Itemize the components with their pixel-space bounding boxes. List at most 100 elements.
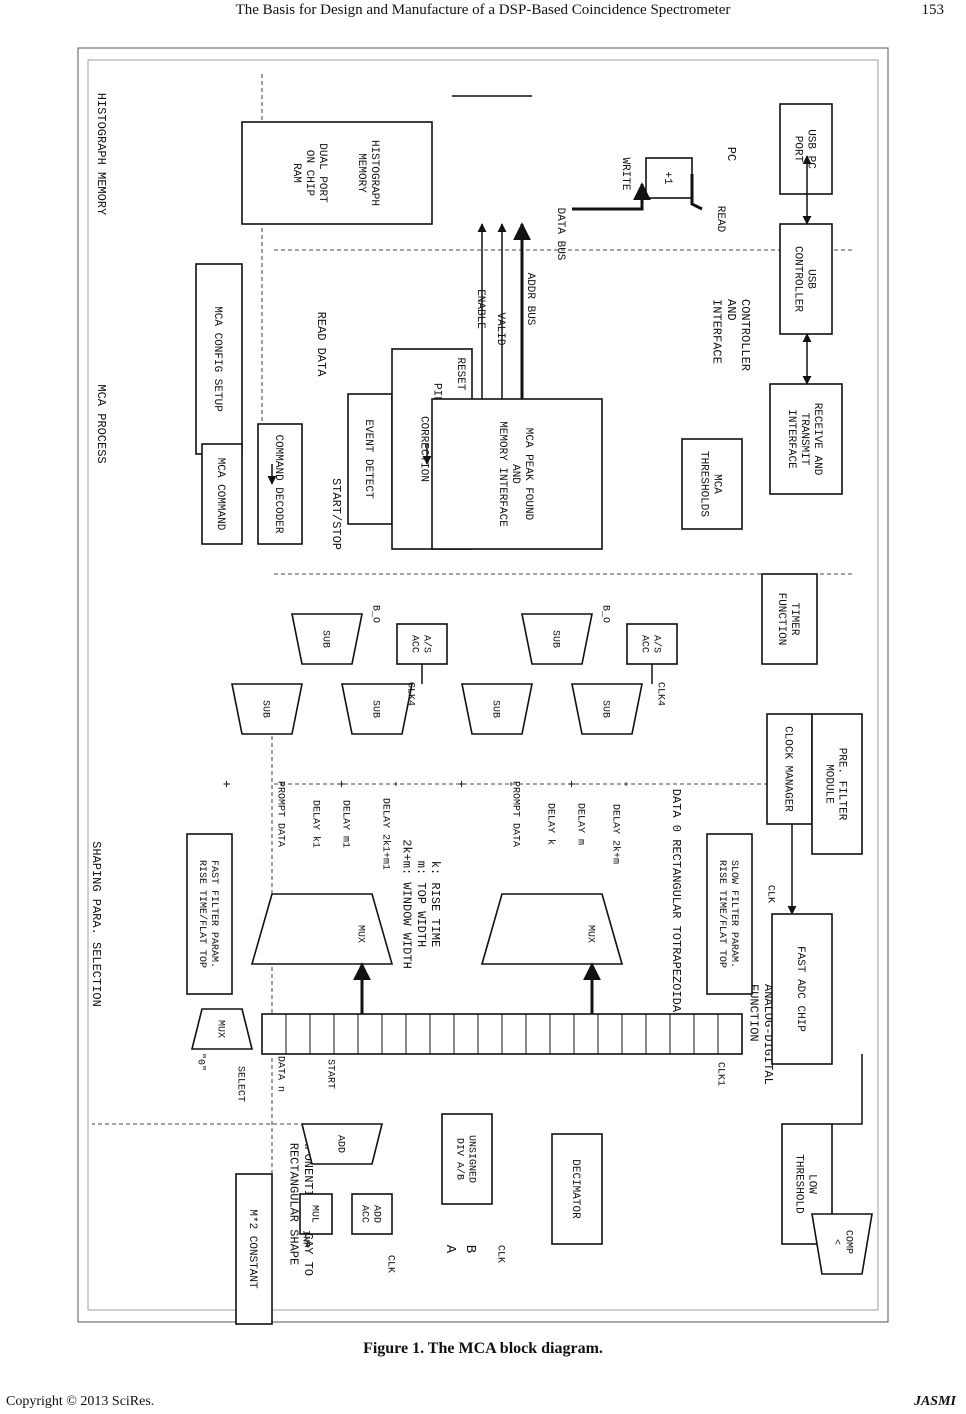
usb-pc-port-block-label: USB PCPORT xyxy=(792,129,817,169)
fast-sub1-minus: - xyxy=(273,780,288,788)
comparator-shape xyxy=(811,1213,873,1275)
section-mca-process: MCA PROCESS xyxy=(94,384,108,463)
fast-as-acc-block-label: A/SACC xyxy=(409,635,433,653)
section-histogram-memory: HISTOGRAPH MEMORY xyxy=(94,93,108,215)
reset-label: RESET xyxy=(454,357,466,390)
valid-label: VALID xyxy=(494,312,506,345)
read-label: READ xyxy=(714,206,726,233)
slow-sub-3 xyxy=(521,613,593,665)
fast-mux-shape xyxy=(250,893,394,965)
slow-filter-param-block-label: SLOW FILTER PARAM.RISE TIME/FLAT TOP xyxy=(716,860,739,968)
fast-sub-3-label: SUB xyxy=(320,630,331,648)
timer-function-block xyxy=(761,573,818,665)
slow-mux-shape xyxy=(480,893,624,965)
slow-as-acc-block-label: A/SACC xyxy=(639,635,663,653)
add-acc-block xyxy=(351,1193,393,1235)
slow-sub2-minus: - xyxy=(618,780,633,788)
clk-div-label: CLK xyxy=(495,1245,506,1263)
inner-frame xyxy=(87,59,879,1311)
command-decoder-block xyxy=(257,423,303,545)
fast-clk4-label: CLK4 xyxy=(405,682,416,706)
page-number: 153 xyxy=(921,2,945,18)
pre-filter-module-block-label: PRE. FILTERMODULE xyxy=(823,748,848,821)
select-mux-shape xyxy=(190,1008,254,1050)
m2-constant-block xyxy=(235,1173,273,1325)
slow-prompt-data-label: PROMPT DATA xyxy=(510,781,521,847)
decimator-block xyxy=(551,1133,603,1245)
write-label: WRITE xyxy=(619,157,631,190)
clk-acc-label: CLK xyxy=(385,1255,396,1273)
delay-k-label: DELAY k xyxy=(545,803,557,845)
data-n-label: DATA n xyxy=(275,1056,286,1092)
unsigned-div-block xyxy=(441,1113,493,1205)
pre-filter-module-block xyxy=(811,713,863,855)
section-rect-trap: DATA 0 RECTANGULAR TOTRAPEZOIDAL xyxy=(669,789,683,1019)
select-mux-label: MUX xyxy=(215,1020,226,1038)
journal-footer: JASMI xyxy=(913,1394,956,1409)
enable-label: ENABLE xyxy=(474,289,486,329)
data-bus-label: DATA BUS xyxy=(554,208,566,261)
zero-label: "0" xyxy=(195,1053,207,1071)
fast-mux-label: MUX xyxy=(355,925,366,943)
clock-manager-block-label: CLOCK MANAGER xyxy=(782,726,794,812)
fast-sub-1-label: SUB xyxy=(260,700,271,718)
read-path xyxy=(690,174,703,211)
fast-sub-3 xyxy=(291,613,363,665)
plus-one-block-label: +1 xyxy=(661,171,673,185)
mca-command-block-label: MCA COMMAND xyxy=(214,458,226,531)
section-shaping: SHAPING PARA. SELECTION xyxy=(89,841,103,1007)
histogram-memory-block xyxy=(241,121,433,225)
fast-sub-2 xyxy=(341,683,413,735)
slow-sub1-plus: + xyxy=(453,780,468,788)
mul-block xyxy=(299,1193,333,1235)
fast-sub1-plus: + xyxy=(218,780,233,788)
unsigned-div-block-label: UNSIGNEDDIV A/B xyxy=(454,1135,477,1183)
read-data-label: READ DATA xyxy=(314,312,328,378)
slow-clk4-label: CLK4 xyxy=(655,682,666,706)
fast-prompt-data-label: PROMPT DATA xyxy=(275,781,286,847)
adc-to-comp xyxy=(832,1054,863,1125)
slow-sub-2-label: SUB xyxy=(600,700,611,718)
command-decoder-block-label: COMMAND DECODER xyxy=(272,434,284,533)
fast-adc-chip-block-label: FAST ADC CHIP xyxy=(794,946,806,1032)
fast-sub2-minus: - xyxy=(388,780,403,788)
mca-command-block xyxy=(201,443,243,545)
adder-shape xyxy=(300,1123,384,1165)
decimator-block-label: DECIMATOR xyxy=(569,1159,581,1219)
fast-b-o-label: B_O xyxy=(370,605,381,623)
delay-m-label: DELAY m xyxy=(575,803,586,845)
low-threshold-block-label: LOWTHRESHOLD xyxy=(793,1154,818,1214)
div-input-a-label: A xyxy=(442,1245,458,1254)
histogram-memory-block-label: HISTOGRAPHMEMORYDUAL PORTON CHIPRAM xyxy=(290,140,380,206)
figure-caption: Figure 1. The MCA block diagram. xyxy=(363,1340,603,1357)
fast-filter-param-block-label: FAST FILTER PARAM.RISE TIME/FLAT TOP xyxy=(196,860,219,968)
adder-label: ADD xyxy=(335,1135,346,1153)
section-controller: CONTROLLERANDINTERFACE xyxy=(710,299,752,371)
mca-peak-block xyxy=(431,398,603,550)
shaping-legend: k: RISE TIMEm: TOP WIDTH2k+m: WINDOW WID… xyxy=(400,839,442,969)
pc-label: PC xyxy=(724,147,738,161)
fast-filter-param-block xyxy=(186,833,233,995)
div-input-b-label: B xyxy=(462,1245,478,1253)
clk-adc-label: CLK xyxy=(765,885,776,903)
mul-block-label: MUL xyxy=(309,1205,320,1223)
delay-k1-label: DELAY k1 xyxy=(310,800,322,848)
delay-2km-label: DELAY 2k+m xyxy=(610,804,622,864)
comparator-label: COMP< xyxy=(831,1230,854,1254)
slow-sub1-minus: - xyxy=(503,780,518,788)
m2-constant-block-label: M*2 CONSTANT xyxy=(246,1209,258,1289)
rx-tx-interface-block-label: RECEIVE ANDTRANSMITINTERFACE xyxy=(785,403,823,476)
slow-sub-1-label: SUB xyxy=(490,700,501,718)
slow-filter-param-block xyxy=(706,833,753,995)
select-label: SELECT xyxy=(235,1066,246,1102)
fast-sub-2-label: SUB xyxy=(370,700,381,718)
clk1-label: CLK1 xyxy=(715,1062,726,1086)
write-path xyxy=(572,182,651,211)
mca-peak-block-label: MCA PEAK FOUNDANDMEMORY INTERFACE xyxy=(496,421,534,527)
outer-frame xyxy=(77,47,889,1323)
slow-b-o-label: B_O xyxy=(600,605,611,623)
event-detect-block-label: EVENT DETECT xyxy=(362,419,374,499)
start-label: START xyxy=(325,1059,336,1089)
inp-label: INP xyxy=(300,1230,311,1248)
mca-thresholds-block-label: MCATHRESHOLDS xyxy=(698,451,723,517)
